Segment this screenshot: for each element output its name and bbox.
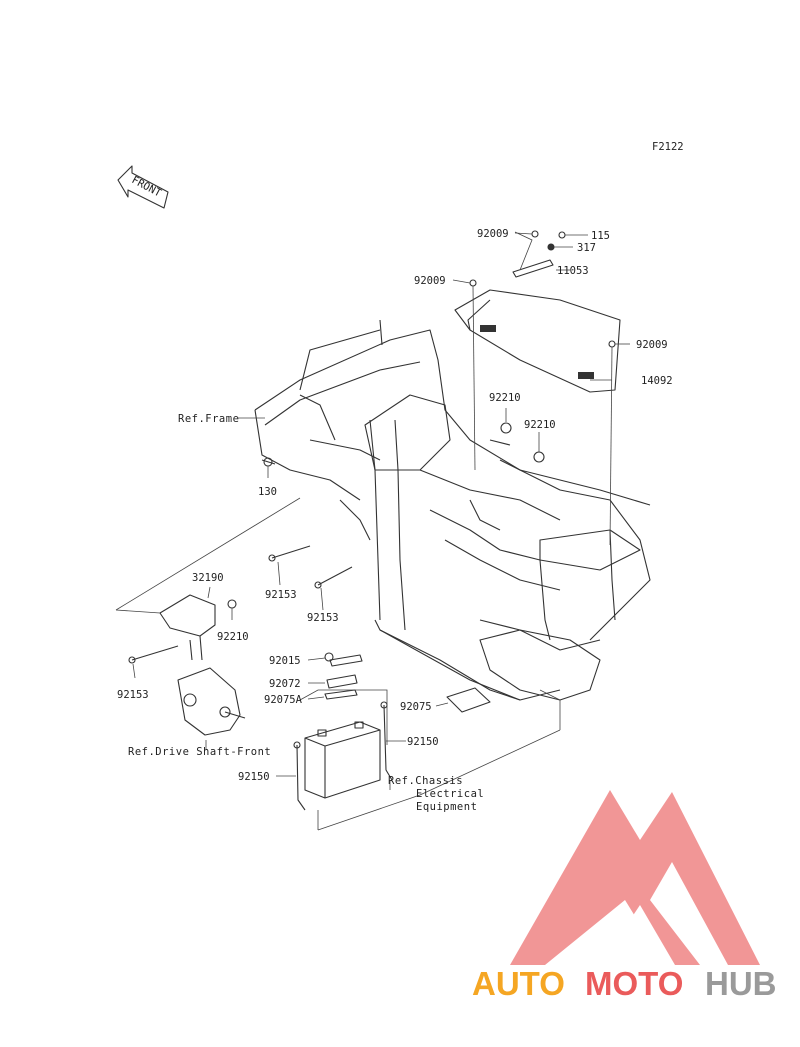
frame-illustration	[254, 319, 651, 701]
part-label-92153: 92153	[307, 612, 339, 624]
part-label-92072: 92072	[269, 678, 301, 690]
battery	[304, 721, 381, 799]
part-label-92015: 92015	[269, 655, 301, 667]
part-label-115: 115	[591, 230, 610, 242]
part-label-317: 317	[577, 242, 596, 254]
part-label-92009: 92009	[477, 228, 509, 240]
part-label-130: 130	[258, 486, 277, 498]
part-label-32190: 32190	[192, 572, 224, 584]
bracket-32190	[159, 594, 216, 637]
battery-hardware	[324, 652, 363, 700]
part-label-92075A: 92075A	[264, 694, 303, 706]
watermark-text-auto: AUTO	[472, 965, 565, 1002]
part-label-92075: 92075	[400, 701, 432, 713]
drive-shaft-housing	[177, 667, 246, 736]
ref-chassis-label: Ref.Chassis	[388, 775, 463, 787]
leader-lines	[132, 231, 630, 790]
part-label-14092: 14092	[641, 375, 673, 387]
part-label-92153: 92153	[265, 589, 297, 601]
watermark-logo	[510, 790, 760, 965]
part-label-92009: 92009	[414, 275, 446, 287]
part-label-92210: 92210	[489, 392, 521, 404]
ref-chassis-label-line3: Equipment	[416, 801, 477, 813]
ref-frame-label: Ref.Frame	[178, 413, 239, 425]
part-label-92150: 92150	[407, 736, 439, 748]
part-label-92210: 92210	[524, 419, 556, 431]
assembly-outline	[115, 497, 561, 831]
part-label-92210: 92210	[217, 631, 249, 643]
diagram-id: F2122	[652, 141, 684, 153]
hold-down-rod	[293, 701, 393, 811]
watermark-text-moto: MOTO	[585, 965, 683, 1002]
cover-plate	[454, 289, 621, 393]
watermark-text-hub: HUB	[705, 965, 777, 1002]
part-label-11053: 11053	[557, 265, 589, 277]
front-arrow-icon: FRONT	[117, 165, 169, 209]
svg-text:FRONT: FRONT	[130, 174, 164, 200]
pad-92075	[446, 687, 491, 713]
part-label-92009: 92009	[636, 339, 668, 351]
watermark-triangle	[510, 790, 760, 965]
ref-chassis-label-line2: Electrical	[416, 788, 484, 800]
part-label-92153: 92153	[117, 689, 149, 701]
ref-drive-shaft-label: Ref.Drive Shaft-Front	[128, 746, 271, 758]
part-label-92150: 92150	[238, 771, 270, 783]
